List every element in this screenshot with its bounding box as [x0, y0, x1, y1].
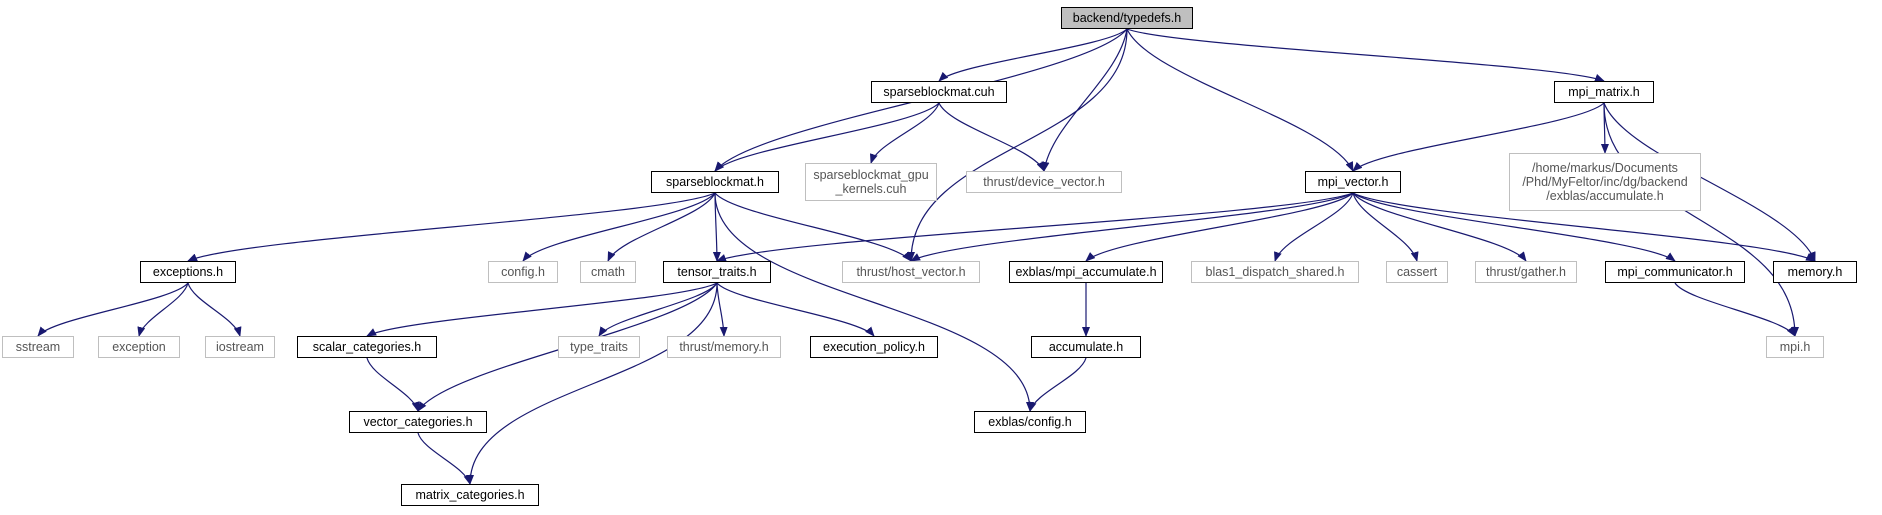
node-accumulate[interactable]: accumulate.h [1031, 336, 1141, 358]
edge-typedefs-to-host_vector [907, 28, 1128, 262]
edge-exceptions-to-exception [137, 282, 189, 337]
node-mpi-vector[interactable]: mpi_vector.h [1305, 171, 1401, 193]
node-memory-h[interactable]: memory.h [1773, 261, 1857, 283]
edge-mpi_communicator-to-mpi_h [1674, 282, 1796, 337]
edge-mpi_matrix-to-memory_h [1603, 102, 1816, 262]
edge-mpi_vector-to-blas1_dispatch [1274, 192, 1354, 262]
edge-tensor_traits-to-scalar_categories [366, 282, 718, 337]
edge-sbm_h-to-cmath [607, 192, 716, 262]
edge-tensor_traits-to-type_traits [598, 282, 718, 337]
node-cassert: cassert [1386, 261, 1448, 283]
node-exceptions[interactable]: exceptions.h [140, 261, 236, 283]
node-tensor-traits[interactable]: tensor_traits.h [663, 261, 771, 283]
node-matrix-categories[interactable]: matrix_categories.h [401, 484, 539, 506]
edge-mpi_matrix-to-mpi_h [1603, 102, 1799, 337]
node-sstream: sstream [2, 336, 74, 358]
node-vector-categories[interactable]: vector_categories.h [349, 411, 487, 433]
edge-exceptions-to-sstream [37, 282, 189, 337]
edge-mpi_vector-to-tensor_traits [716, 192, 1354, 262]
node-iostream: iostream [205, 336, 275, 358]
edge-scalar_categories-to-vector_categories [366, 357, 420, 412]
node-typedefs[interactable]: backend/typedefs.h [1061, 7, 1193, 29]
edge-sbm_cuh-to-device_vector [938, 102, 1045, 172]
edge-mpi_vector-to-cassert [1352, 192, 1419, 262]
edge-sbm_cuh-to-gpu_kernels [869, 102, 940, 164]
edge-tensor_traits-to-execution_policy [716, 282, 875, 337]
node-sparseblockmat-cuh[interactable]: sparseblockmat.cuh [871, 81, 1007, 103]
edge-typedefs-to-mpi_matrix [1126, 28, 1605, 82]
edge-mpi_matrix-to-mpi_vector [1352, 102, 1605, 172]
node-thrust-memory: thrust/memory.h [667, 336, 781, 358]
node-gpu-kernels: sparseblockmat_gpu _kernels.cuh [805, 163, 937, 201]
node-mpi-communicator[interactable]: mpi_communicator.h [1605, 261, 1745, 283]
node-cmath: cmath [580, 261, 636, 283]
node-mpi-accumulate[interactable]: exblas/mpi_accumulate.h [1009, 261, 1163, 283]
edge-mpi_vector-to-gather [1352, 192, 1527, 262]
edge-mpi_vector-to-host_vector [910, 192, 1354, 262]
edge-sbm_h-to-exceptions [187, 192, 716, 262]
node-execution-policy[interactable]: execution_policy.h [810, 336, 938, 358]
edge-mpi_vector-to-mpi_accumulate [1085, 192, 1354, 262]
edge-tensor_traits-to-thrust_memory [716, 282, 728, 337]
edge-typedefs-to-sbm_cuh [938, 28, 1128, 82]
node-type-traits: type_traits [558, 336, 640, 358]
edge-vector_categories-to-matrix_categories [417, 432, 472, 485]
node-sparseblockmat-h[interactable]: sparseblockmat.h [651, 171, 779, 193]
edge-typedefs-to-mpi_vector [1126, 28, 1354, 172]
edge-sbm_h-to-exblas_config [714, 192, 1034, 412]
node-exception: exception [98, 336, 180, 358]
node-exblas-config[interactable]: exblas/config.h [974, 411, 1086, 433]
edge-sbm_h-to-config [522, 192, 716, 262]
node-mpi-h: mpi.h [1766, 336, 1824, 358]
edge-tensor_traits-to-matrix_categories [466, 282, 718, 485]
edge-mpi_vector-to-mpi_communicator [1352, 192, 1676, 262]
edge-mpi_vector-to-memory_h [1352, 192, 1816, 262]
node-config: config.h [488, 261, 558, 283]
edge-exceptions-to-iostream [187, 282, 242, 337]
edge-typedefs-to-device_vector [1041, 28, 1128, 172]
edge-sbm_cuh-to-sbm_h [714, 102, 940, 172]
node-device-vector: thrust/device_vector.h [966, 171, 1122, 193]
node-mpi-matrix[interactable]: mpi_matrix.h [1554, 81, 1654, 103]
node-gather: thrust/gather.h [1475, 261, 1577, 283]
node-scalar-categories[interactable]: scalar_categories.h [297, 336, 437, 358]
node-blas1-dispatch: blas1_dispatch_shared.h [1191, 261, 1359, 283]
node-home-accumulate: /home/markus/Documents /Phd/MyFeltor/inc… [1509, 153, 1701, 211]
edge-accumulate-to-exblas_config [1028, 357, 1087, 412]
node-host-vector: thrust/host_vector.h [842, 261, 980, 283]
edge-sbm_h-to-host_vector [714, 192, 912, 262]
